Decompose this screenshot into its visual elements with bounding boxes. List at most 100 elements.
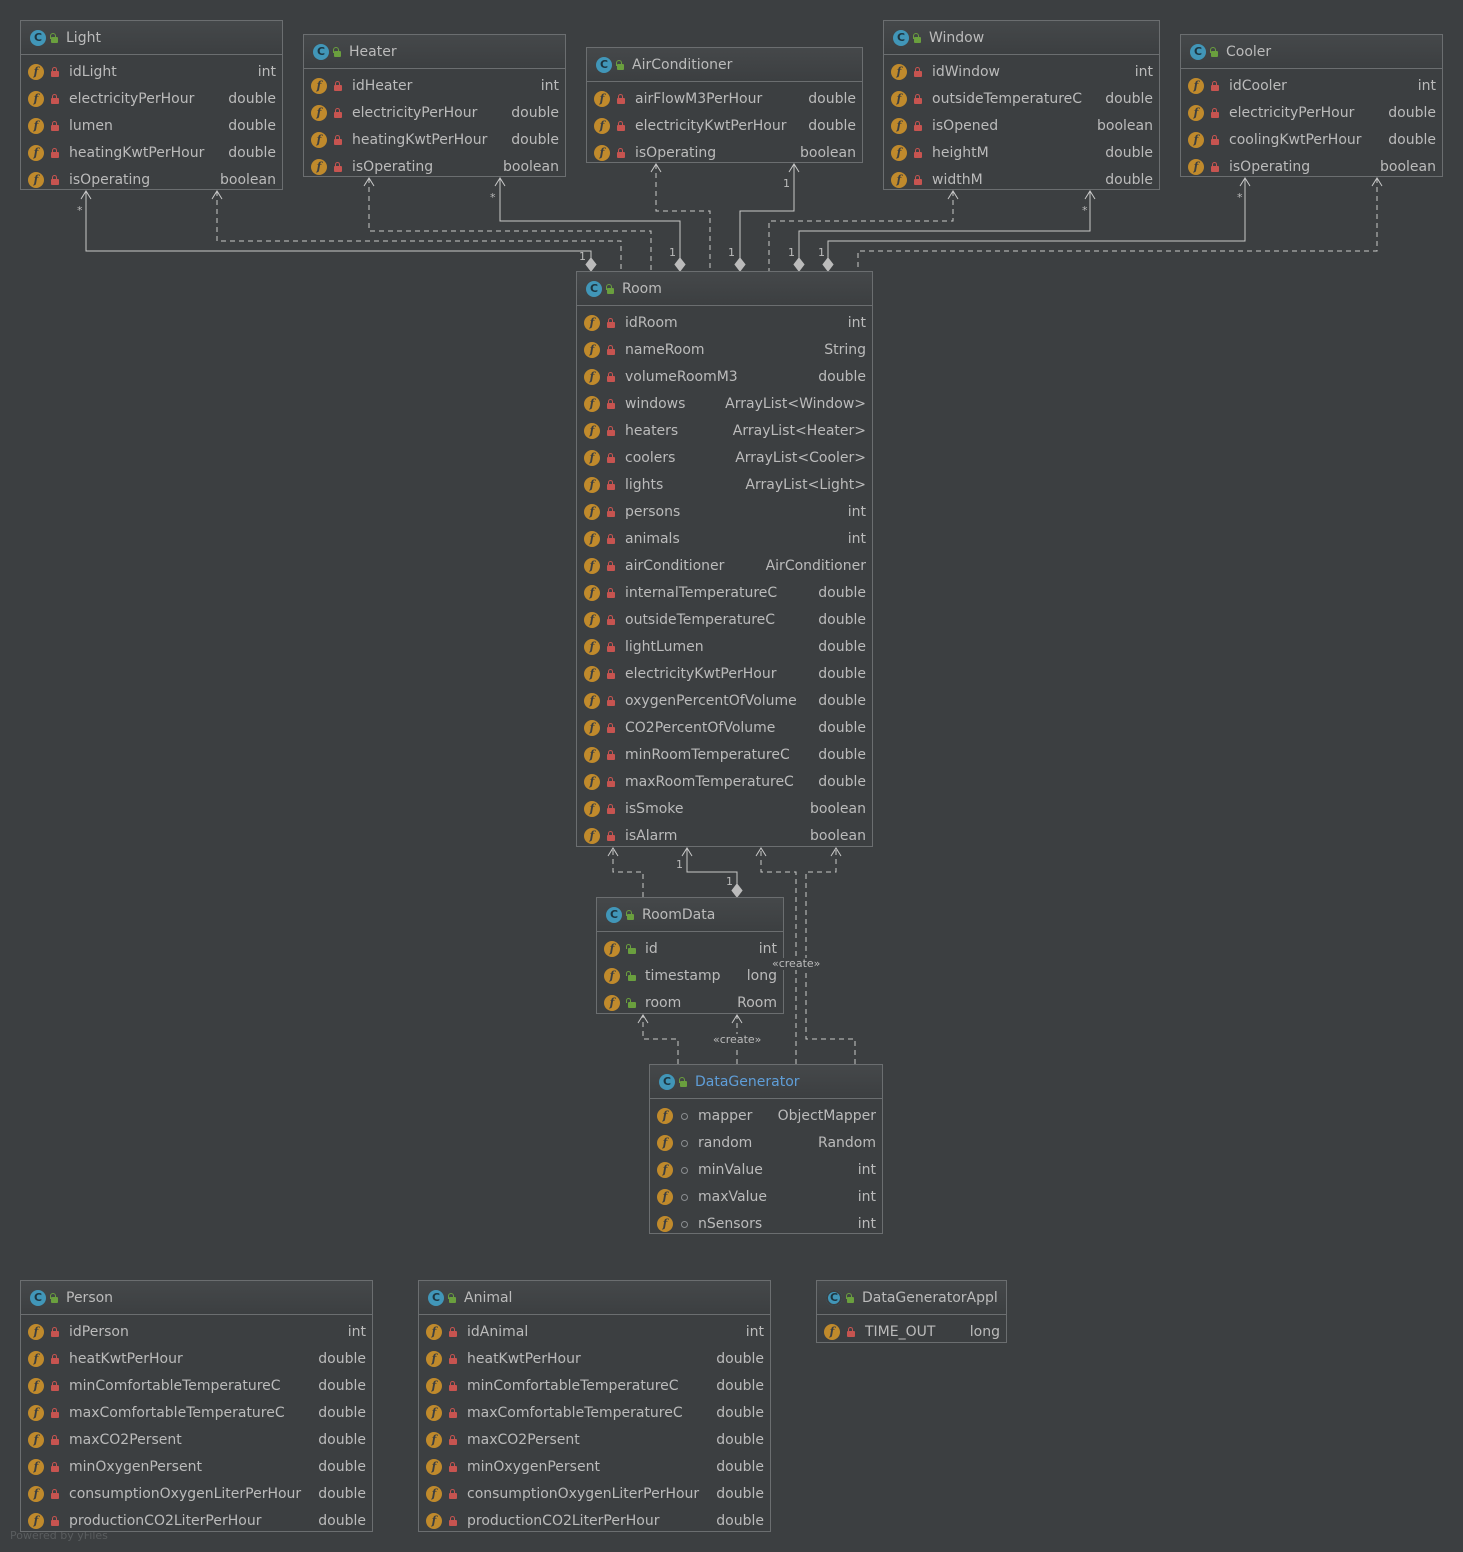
class-data-generator-header[interactable]: C DataGenerator — [650, 1065, 882, 1099]
class-person-header[interactable]: C Person — [21, 1281, 372, 1315]
field-name: id — [645, 940, 658, 957]
field-icon: f — [28, 1350, 44, 1367]
class-air-conditioner-name: AirConditioner — [632, 56, 733, 73]
class-window-header[interactable]: C Window — [884, 21, 1159, 55]
class-animal-header[interactable]: C Animal — [419, 1281, 770, 1315]
class-light-header[interactable]: C Light — [21, 21, 282, 55]
class-data-generator-appl-header[interactable]: C DataGeneratorAppl — [817, 1281, 1006, 1315]
private-visibility-icon — [50, 1488, 60, 1500]
field-icon: f — [28, 171, 44, 188]
class-cooler-header[interactable]: C Cooler — [1181, 35, 1442, 69]
class-room-header[interactable]: C Room — [577, 272, 872, 306]
class-air-conditioner-header[interactable]: C AirConditioner — [587, 48, 862, 82]
class-room-data-header[interactable]: C RoomData — [597, 898, 783, 932]
field-icon: f — [584, 503, 600, 520]
composition-diamond — [731, 883, 743, 898]
association-room-window — [798, 191, 1091, 258]
field-name: persons — [625, 503, 681, 520]
field-name: isOpened — [932, 117, 999, 134]
class-heater-header[interactable]: C Heater — [304, 35, 565, 69]
public-visibility-icon — [606, 283, 616, 294]
